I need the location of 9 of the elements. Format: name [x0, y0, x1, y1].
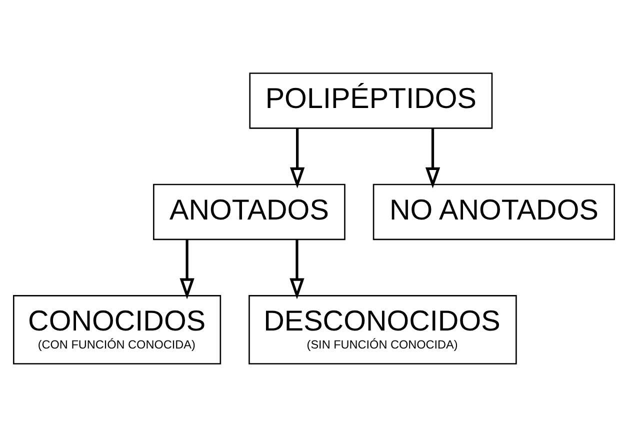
arrow [290, 128, 305, 188]
arrow [290, 239, 304, 299]
arrow [425, 128, 440, 188]
node-box: CONOCIDOS (CON FUNCIÓN CONOCIDA) [13, 294, 222, 364]
node-box: DESCONOCIDOS (SIN FUNCIÓN CONOCIDA) [248, 294, 517, 364]
node-box: NO ANOTADOS [372, 183, 615, 240]
node-box: ANOTADOS [153, 183, 346, 240]
node-box: POLIPÉPTIDOS [249, 72, 493, 128]
arrow [180, 239, 194, 299]
